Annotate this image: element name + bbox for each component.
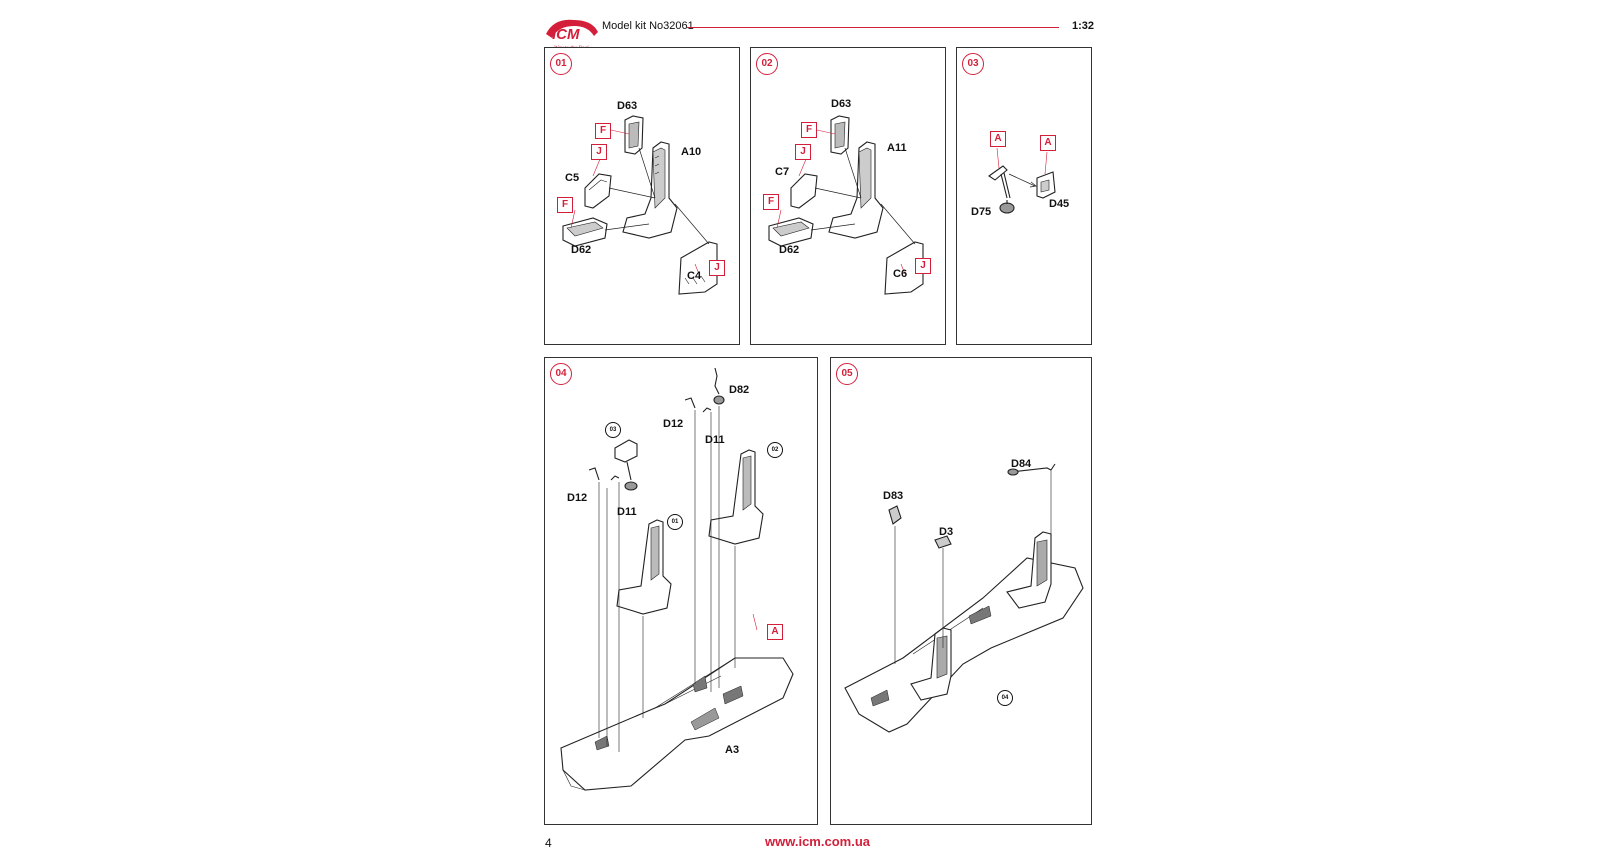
part-label: D62 bbox=[779, 244, 800, 256]
part-label: D12 bbox=[663, 418, 684, 430]
part-label: C7 bbox=[775, 166, 790, 178]
paint-flag: A bbox=[767, 624, 783, 640]
part-label: D82 bbox=[729, 384, 750, 396]
step-03-panel: 03 D75 D45 A A bbox=[956, 47, 1092, 345]
paint-flag: J bbox=[591, 144, 607, 160]
part-label: A3 bbox=[725, 744, 740, 756]
step-01-drawing bbox=[562, 115, 718, 295]
part-label: D11 bbox=[617, 506, 637, 518]
part-label: C6 bbox=[893, 268, 908, 280]
part-label: D75 bbox=[971, 206, 992, 218]
part-label: D62 bbox=[571, 244, 592, 256]
part-label: A11 bbox=[887, 142, 907, 154]
part-label: D11 bbox=[705, 434, 725, 446]
paint-flag: F bbox=[557, 197, 573, 213]
step-04-drawing bbox=[560, 367, 794, 791]
step-01-panel: 01 D63 A10 C5 D62 C4 F J F J bbox=[544, 47, 740, 345]
part-label: D45 bbox=[1049, 198, 1070, 210]
brand-text: ICM bbox=[552, 26, 580, 43]
step-02-panel: 02 D63 A11 C7 D62 C6 F J F J bbox=[750, 47, 946, 345]
header-rule bbox=[687, 27, 1059, 28]
step-05-drawing bbox=[844, 463, 1084, 733]
sub-assembly-ref: 03 bbox=[605, 422, 621, 438]
step-02-drawing bbox=[768, 115, 924, 295]
part-label: C5 bbox=[565, 172, 580, 184]
step-number-badge: 04 bbox=[550, 363, 572, 385]
kit-scale: 1:32 bbox=[1071, 20, 1094, 32]
part-label: D63 bbox=[617, 100, 638, 112]
sub-assembly-ref: 01 bbox=[667, 514, 683, 530]
part-label: D3 bbox=[939, 526, 954, 538]
step-number-badge: 01 bbox=[550, 53, 572, 75]
sub-assembly-ref: 02 bbox=[767, 442, 783, 458]
page-number: 4 bbox=[545, 836, 552, 850]
step-05-panel: 05 D84 D83 D3 04 bbox=[830, 357, 1092, 825]
step-number-badge: 03 bbox=[962, 53, 984, 75]
step-number-badge: 02 bbox=[756, 53, 778, 75]
sub-assembly-ref: 04 bbox=[997, 690, 1013, 706]
paint-flag: J bbox=[915, 258, 931, 274]
paint-flag: J bbox=[795, 144, 811, 160]
website-link[interactable]: www.icm.com.ua bbox=[765, 834, 870, 849]
step-03-drawing bbox=[988, 147, 1056, 214]
part-label: D63 bbox=[831, 98, 852, 110]
paint-flag: A bbox=[990, 131, 1006, 147]
part-label: C4 bbox=[687, 270, 702, 282]
part-label: D84 bbox=[1011, 458, 1032, 470]
part-label: D12 bbox=[567, 492, 588, 504]
paint-flag: F bbox=[801, 122, 817, 138]
part-label: A10 bbox=[681, 146, 702, 158]
step-04-panel: 04 D82 D12 D11 D12 D11 A3 A 03 02 01 bbox=[544, 357, 818, 825]
paint-flag: F bbox=[595, 123, 611, 139]
paint-flag: J bbox=[709, 260, 725, 276]
step-number-badge: 05 bbox=[836, 363, 858, 385]
paint-flag: A bbox=[1040, 135, 1056, 151]
kit-title: Model kit No32061 bbox=[602, 20, 694, 32]
paint-flag: F bbox=[763, 194, 779, 210]
part-label: D83 bbox=[883, 490, 904, 502]
